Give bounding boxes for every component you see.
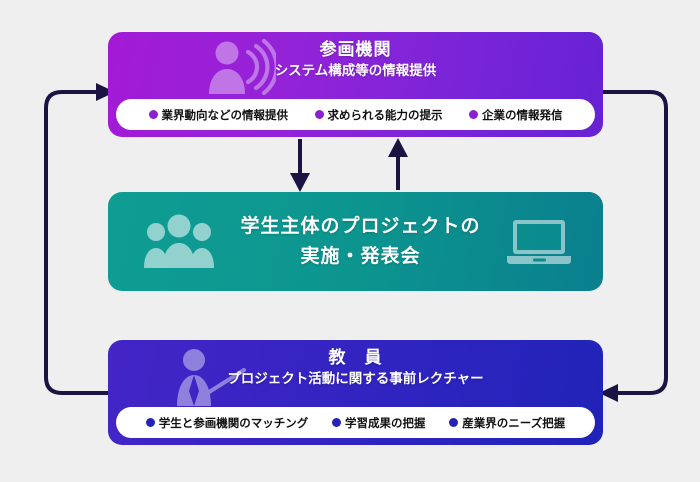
middle-panel-text-line2: 実施・発表会 bbox=[300, 244, 421, 267]
chip-item[interactable]: 業界動向などの情報提供 bbox=[148, 107, 289, 123]
bullet-dot-icon bbox=[314, 110, 324, 119]
connector-left-loop-line bbox=[44, 90, 108, 395]
bottom-panel-subtitle: プロジェクト活動に関する事前レクチャー bbox=[227, 371, 484, 388]
bullet-dot-icon bbox=[145, 418, 155, 427]
panel-faculty[interactable]: 教 員 プロジェクト活動に関する事前レクチャー 学生と参画機関のマッチング 学習… bbox=[108, 340, 603, 445]
bottom-panel-chip-strip: 学生と参画機関のマッチング 学習成果の把握 産業界のニーズ把握 bbox=[116, 407, 595, 438]
person-with-signal-waves-icon bbox=[209, 38, 276, 96]
bullet-dot-icon bbox=[148, 110, 158, 119]
chip-item[interactable]: 企業の情報発信 bbox=[469, 107, 563, 123]
chip-item[interactable]: 求められる能力の提示 bbox=[314, 107, 443, 123]
teacher-with-pointer-icon bbox=[177, 349, 246, 406]
bottom-panel-heading: 教 員 プロジェクト活動に関する事前レクチャー bbox=[108, 347, 603, 390]
chip-item[interactable]: 学生と参画機関のマッチング bbox=[145, 415, 309, 431]
chip-item[interactable]: 学習成果の把握 bbox=[332, 415, 426, 431]
chip-label: 企業の情報発信 bbox=[482, 107, 563, 122]
bullet-dot-icon bbox=[469, 110, 478, 119]
panel-student-led-project[interactable]: 学生主体のプロジェクトの 実施・発表会 bbox=[108, 192, 603, 291]
chip-label: 求められる能力の提示 bbox=[327, 107, 443, 122]
arrow-up-head bbox=[388, 138, 408, 157]
top-panel-subtitle: システム構成等の情報提供 bbox=[274, 63, 437, 80]
arrow-down-head bbox=[290, 173, 310, 192]
three-people-group-icon bbox=[144, 214, 214, 268]
chip-label: 学習成果の把握 bbox=[345, 415, 426, 430]
middle-panel-text: 学生主体のプロジェクトの 実施・発表会 bbox=[216, 212, 505, 271]
bullet-dot-icon bbox=[332, 418, 342, 427]
bullet-dot-icon bbox=[449, 418, 459, 427]
chip-item[interactable]: 産業界のニーズ把握 bbox=[449, 415, 565, 431]
laptop-icon bbox=[507, 219, 571, 264]
panel-participating-institutions[interactable]: 参画機関 システム構成等の情報提供 業界動向などの情報提供 求められる能力の提示… bbox=[108, 32, 603, 137]
top-panel-title: 参画機関 bbox=[319, 40, 392, 60]
chip-label: 学生と参画機関のマッチング bbox=[158, 415, 309, 430]
chip-label: 業界動向などの情報提供 bbox=[161, 107, 289, 122]
bottom-panel-title: 教 員 bbox=[328, 348, 383, 368]
chip-label: 産業界のニーズ把握 bbox=[462, 415, 566, 430]
top-panel-chip-strip: 業界動向などの情報提供 求められる能力の提示 企業の情報発信 bbox=[116, 99, 595, 130]
middle-panel-text-line1: 学生主体のプロジェクトの bbox=[240, 215, 481, 238]
top-panel-heading: 参画機関 システム構成等の情報提供 bbox=[108, 39, 603, 82]
connector-right-loop-line bbox=[603, 90, 668, 395]
